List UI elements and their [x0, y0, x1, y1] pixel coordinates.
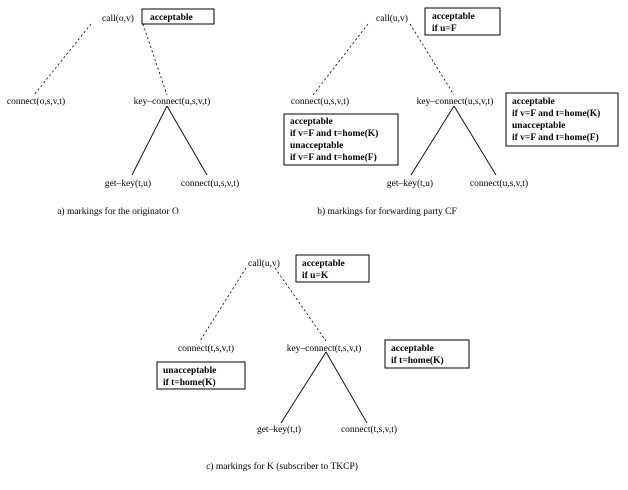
- edge-a-root-left: [33, 23, 92, 96]
- marking-text: acceptable: [512, 97, 555, 107]
- diagram-b: call(u,v) connect(u,s,v,t) key–connect(u…: [283, 7, 619, 217]
- edge-c-right-connect: [325, 351, 368, 424]
- marking-text: if v=F and t=home(K): [290, 128, 378, 139]
- tree-node-c-getkey: get–key(t,t): [257, 424, 301, 435]
- caption-a: a) markings for the originator O: [57, 206, 179, 217]
- marking-box-c-left: unacceptable if t=home(K): [156, 361, 246, 390]
- marking-text: if t=home(K): [391, 355, 444, 366]
- tree-node-a-right: key–connect(u,s,v,t): [134, 96, 211, 107]
- edge-a-right-getkey: [131, 105, 168, 176]
- tree-node-a-getkey: get–key(t,u): [105, 178, 151, 189]
- marking-box-b-root: acceptable if u=F: [424, 7, 501, 36]
- caption-b: b) markings for forwarding party CF: [317, 206, 457, 217]
- marking-text: acceptable: [391, 344, 434, 354]
- tree-node-b-right: key–connect(u,s,v,t): [417, 96, 494, 107]
- marking-box-a-root: acceptable: [141, 8, 215, 25]
- marking-text: unacceptable: [290, 141, 343, 151]
- marking-text: if v=F and t=home(F): [512, 132, 599, 143]
- tree-node-c-left: connect(t,s,v,t): [178, 343, 234, 354]
- edge-c-right-getkey: [280, 351, 327, 424]
- edge-b-right-getkey: [410, 105, 455, 176]
- edge-b-root-right: [409, 23, 455, 96]
- edge-c-root-left: [199, 267, 247, 342]
- marking-text: acceptable: [302, 259, 345, 269]
- caption-c: c) markings for K (subscriber to TKCP): [206, 461, 358, 472]
- tree-node-b-left: connect(u,s,v,t): [291, 96, 349, 107]
- tree-node-b-root: call(u,v): [376, 13, 408, 24]
- diagram-c: call(u,v) connect(t,s,v,t) key–connect(t…: [156, 254, 470, 472]
- marking-text: acceptable: [290, 117, 333, 127]
- tree-node-c-root: call(u,v): [248, 258, 280, 269]
- edge-b-root-left: [312, 23, 369, 96]
- marking-text: unacceptable: [512, 121, 565, 131]
- tree-node-c-connect: connect(t,s,v,t): [341, 424, 397, 435]
- marking-box-c-root: acceptable if u=K: [295, 254, 370, 283]
- marking-box-c-right: acceptable if t=home(K): [384, 339, 470, 369]
- marking-text: if t=home(K): [163, 377, 216, 388]
- marking-text: acceptable: [432, 12, 475, 22]
- marking-text: if u=F: [432, 24, 457, 34]
- marking-box-b-right: acceptable if v=F and t=home(K) unaccept…: [505, 92, 619, 147]
- edge-c-root-right: [274, 267, 327, 342]
- marking-text: if u=K: [302, 271, 329, 281]
- marking-text: unacceptable: [163, 366, 216, 376]
- edge-a-root-right: [142, 23, 168, 96]
- tree-node-b-getkey: get–key(t,u): [387, 178, 433, 189]
- tree-node-a-root: call(o,v): [102, 13, 134, 24]
- marking-text: if v=F and t=home(K): [512, 108, 600, 119]
- marking-text: acceptable: [150, 13, 193, 23]
- marking-text: if v=F and t=home(F): [290, 152, 377, 163]
- tree-node-b-connect: connect(u,s,v,t): [470, 178, 528, 189]
- edge-b-right-connect: [453, 105, 497, 176]
- diagram-a: call(o,v) connect(o,s,v,t) key–connect(u…: [7, 8, 239, 217]
- tree-node-a-connect: connect(u,s,v,t): [181, 178, 239, 189]
- marking-box-b-left: acceptable if v=F and t=home(K) unaccept…: [283, 113, 399, 166]
- tree-node-c-right: key–connect(t,s,v,t): [287, 343, 362, 354]
- edge-a-right-connect: [166, 105, 208, 176]
- tree-node-a-left: connect(o,s,v,t): [7, 96, 65, 107]
